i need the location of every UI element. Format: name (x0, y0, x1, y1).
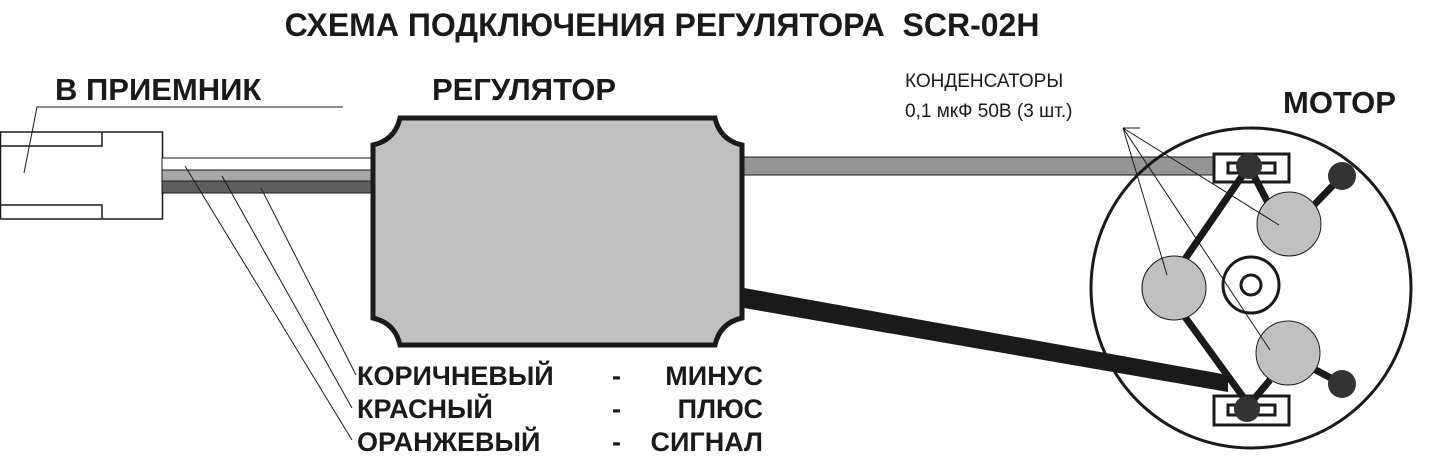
capacitors-spec: 0,1 мкФ 50В (3 шт.) (905, 101, 1073, 122)
regulator-label: РЕГУЛЯТОР (432, 72, 616, 107)
capacitors-label: КОНДЕНСАТОРЫ (905, 71, 1063, 92)
wire-role: ПЛЮС (678, 394, 763, 424)
wire-color-name: КРАСНЫЙ (357, 393, 493, 424)
motor-label: МОТОР (1283, 85, 1396, 120)
motor-wire-black (744, 288, 1228, 392)
servo-cable (161, 157, 376, 194)
brush-bottom (1328, 370, 1356, 398)
motor (1089, 126, 1413, 450)
capacitor-3 (1255, 320, 1321, 386)
capacitor-1 (1256, 191, 1322, 257)
diagram-title: СХЕМА ПОДКЛЮЧЕНИЯ РЕГУЛЯТОРА SCR-02H (285, 7, 1040, 43)
wire-dash: - (612, 394, 621, 424)
receiver-connector (0, 131, 164, 220)
wire-dash: - (612, 427, 621, 457)
wire-legend: КОРИЧНЕВЫЙ - МИНУС КРАСНЫЙ - ПЛЮС ОРАНЖЕ… (357, 360, 763, 457)
wire-brown (161, 180, 376, 194)
capacitor-2 (1141, 255, 1207, 321)
wire-role: МИНУС (665, 361, 763, 391)
brush-top (1328, 162, 1356, 190)
wire-color-name: КОРИЧНЕВЫЙ (357, 360, 554, 391)
wire-leader-lines (184, 165, 357, 441)
motor-shaft (1239, 273, 1263, 297)
wire-dash: - (612, 361, 621, 391)
receiver-label: В ПРИЕМНИК (55, 72, 261, 107)
wire-orange (161, 157, 376, 171)
wire-color-name: ОРАНЖЕВЫЙ (357, 426, 540, 457)
receiver-leader-line (23, 106, 343, 174)
regulator-body (370, 115, 745, 348)
capacitor-leader-lines (1122, 127, 1280, 351)
motor-shaft-ring (1221, 255, 1281, 315)
wire-red (161, 169, 376, 182)
wire-role: СИГНАЛ (651, 427, 763, 457)
